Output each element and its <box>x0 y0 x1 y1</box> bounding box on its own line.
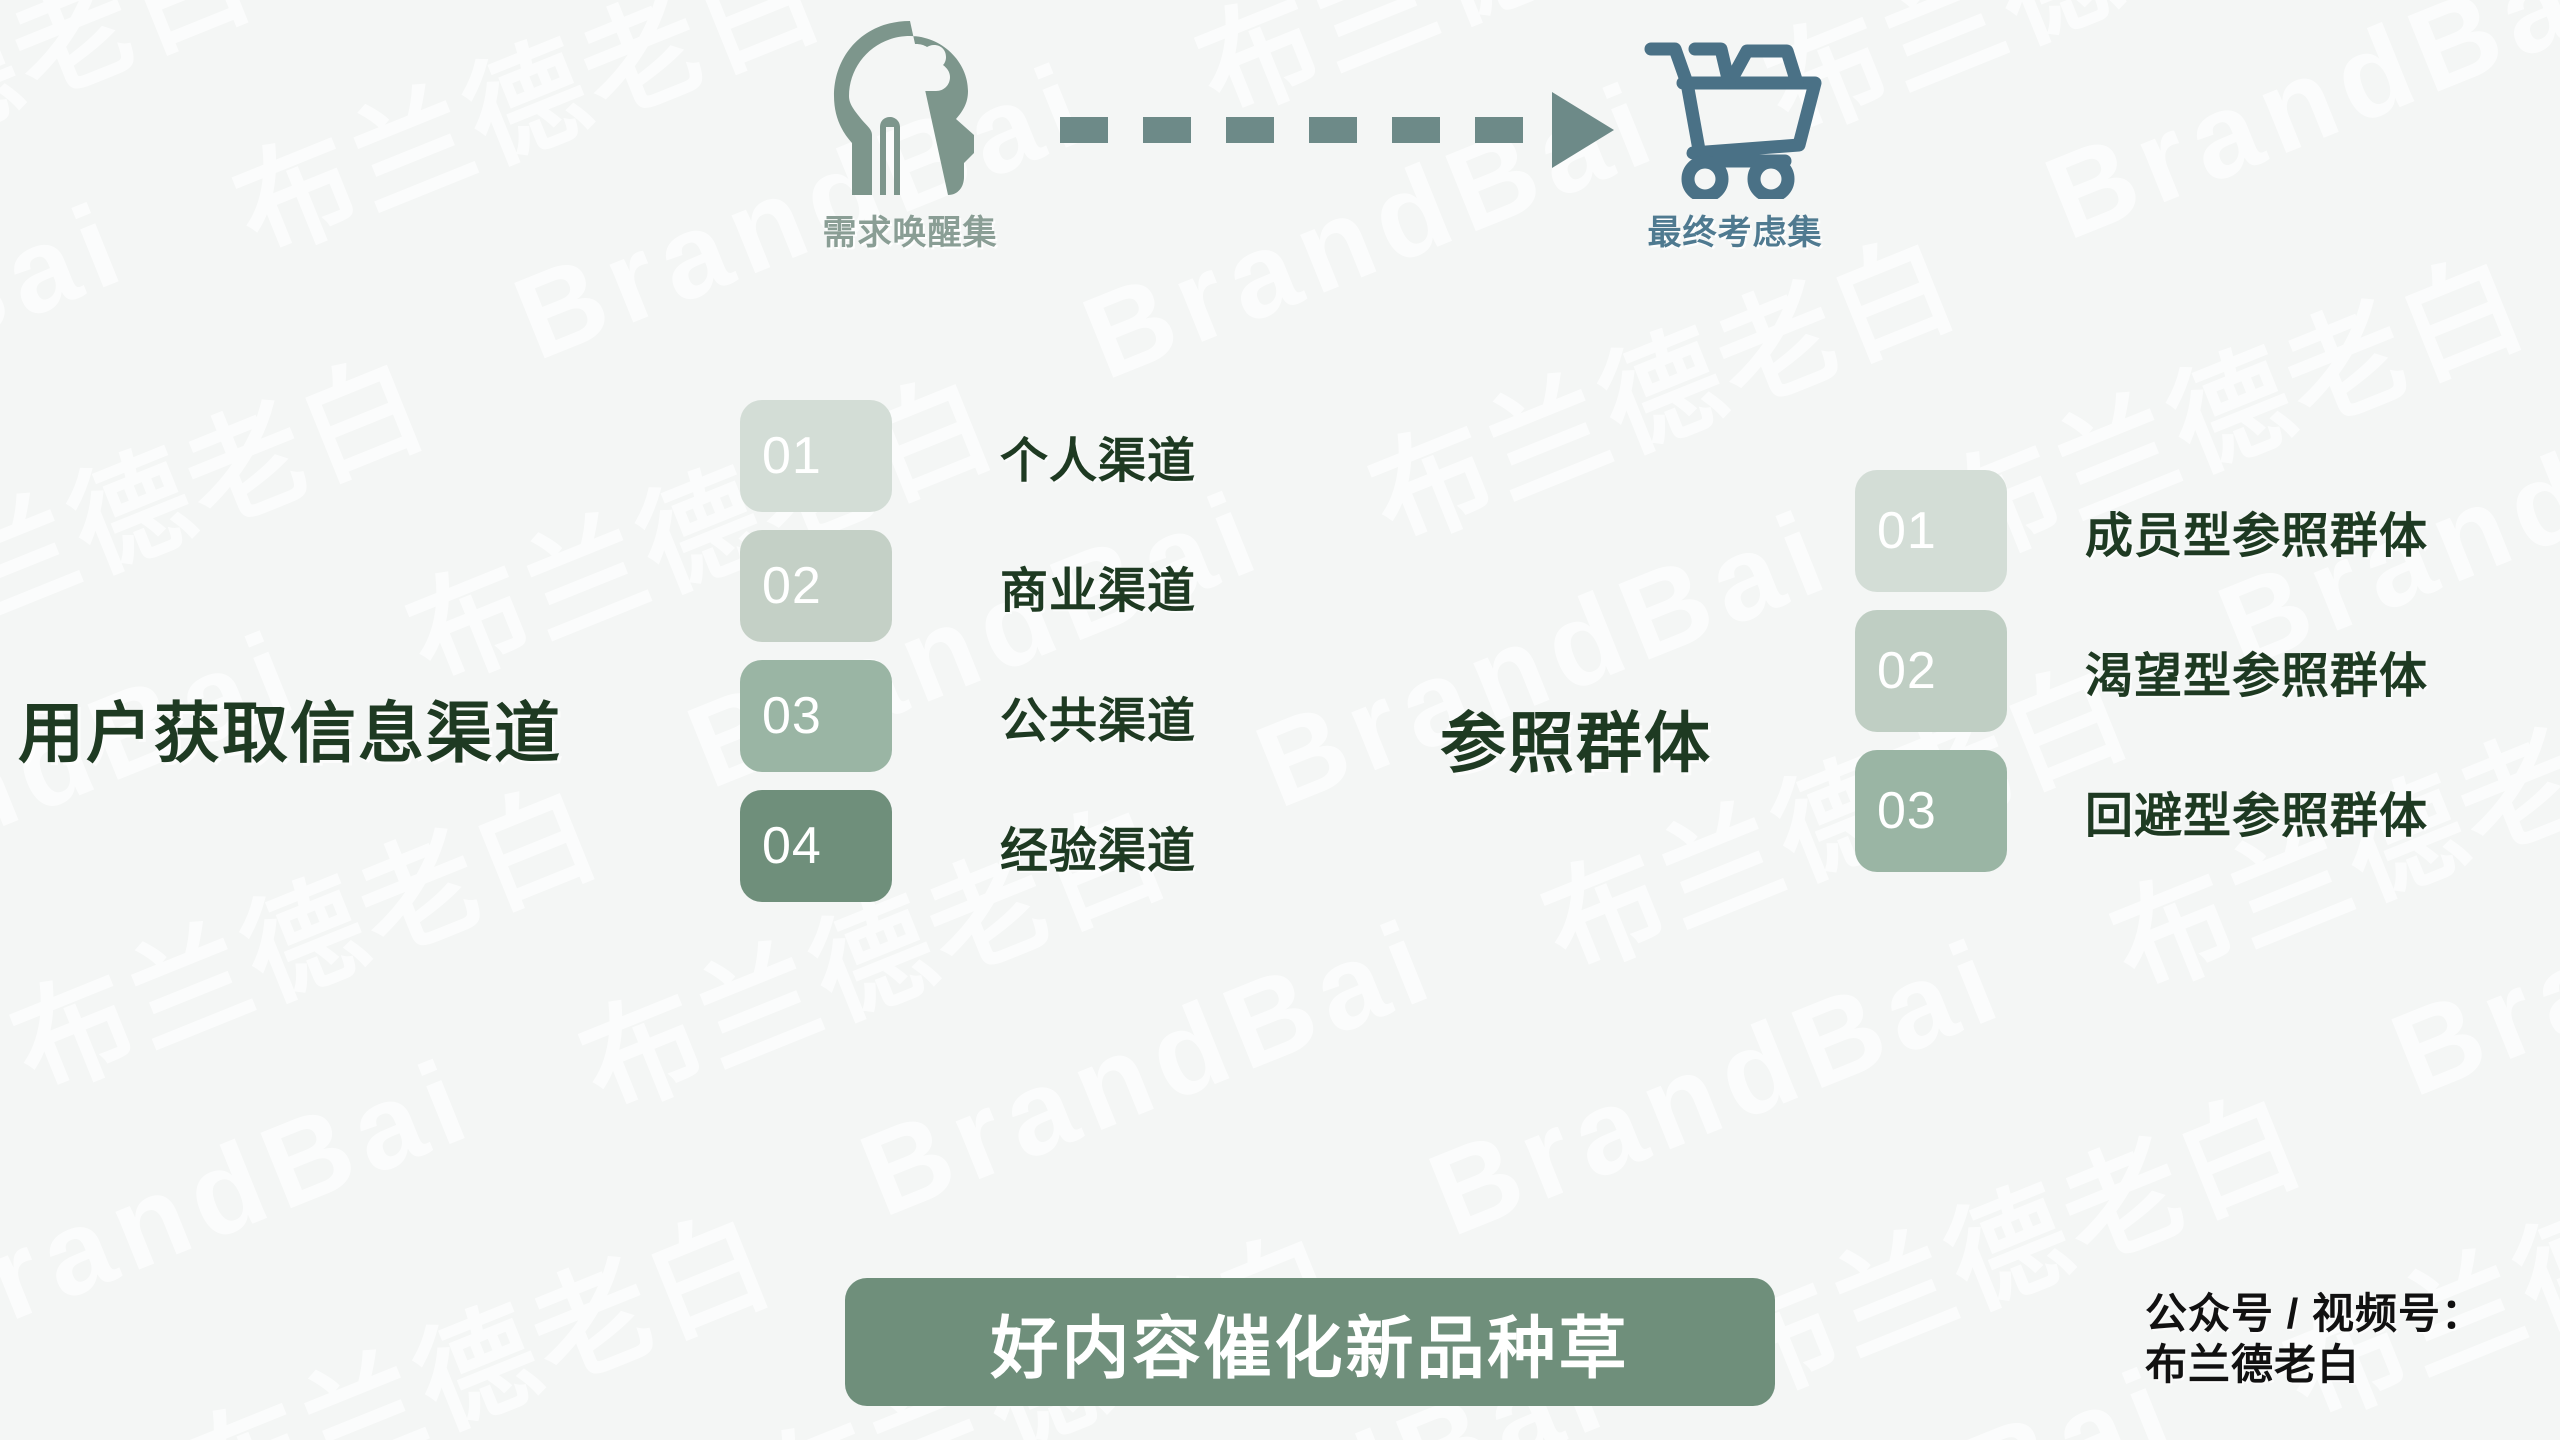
card-label: 个人渠道 <box>1000 435 1197 488</box>
signature-line-1: 公众号 / 视频号： <box>2144 1290 2484 1337</box>
number-card-value: 04 <box>762 817 822 875</box>
section-channels-card-list: 01 个人渠道 02 商业渠道 03 公共渠道 04 经验渠道 <box>740 400 1196 920</box>
arrow-dash <box>1143 117 1191 143</box>
number-card-value: 02 <box>1877 642 1937 700</box>
watermark-latin: BrandBai <box>1412 912 2023 1262</box>
number-card-value: 03 <box>1877 782 1937 840</box>
number-card[interactable]: 04 <box>740 790 892 902</box>
arrow-dash <box>1392 117 1440 143</box>
card-row[interactable]: 03 公共渠道 <box>740 660 1196 772</box>
watermark-cjk: 布兰德老白 <box>0 334 447 690</box>
arrow-dash <box>1060 117 1108 143</box>
watermark-cjk: 布兰德老白 <box>168 1191 793 1440</box>
card-row[interactable]: 03 回避型参照群体 <box>1855 750 2428 872</box>
arrow-dash <box>1475 117 1523 143</box>
card-row[interactable]: 01 个人渠道 <box>740 400 1196 512</box>
card-label: 商业渠道 <box>1000 565 1197 618</box>
number-card[interactable]: 03 <box>1855 750 2007 872</box>
watermark-latin: BrandBai <box>0 1032 492 1382</box>
flow-node-demand-label: 需求唤醒集 <box>822 214 998 252</box>
watermark-latin: BrandBai <box>0 604 319 954</box>
number-card-value: 01 <box>1877 502 1937 560</box>
watermark-latin: BrandBai <box>843 893 1454 1243</box>
arrow-dash <box>1309 117 1357 143</box>
card-row[interactable]: 01 成员型参照群体 <box>1855 470 2428 592</box>
bottom-banner-text: 好内容催化新品种草 <box>990 1310 1630 1387</box>
number-card[interactable]: 01 <box>740 400 892 512</box>
number-card-value: 02 <box>762 557 822 615</box>
card-label: 经验渠道 <box>1000 825 1197 878</box>
number-card-value: 01 <box>762 427 822 485</box>
flow-node-final: 最终考虑集 <box>1590 14 1880 254</box>
dashed-arrow-icon <box>1060 92 1660 168</box>
shopping-cart-icon <box>1590 14 1880 199</box>
watermark-cjk: 布兰德老白 <box>0 763 620 1118</box>
card-row[interactable]: 02 商业渠道 <box>740 530 1196 642</box>
brain-head-icon <box>770 14 1050 199</box>
number-card[interactable]: 02 <box>740 530 892 642</box>
section-channels-title: 用户获取信息渠道 <box>18 696 562 770</box>
arrow-dash <box>1226 117 1274 143</box>
card-label: 渴望型参照群体 <box>2085 650 2429 703</box>
flow-node-demand: 需求唤醒集 <box>770 14 1050 254</box>
number-card[interactable]: 01 <box>1855 470 2007 592</box>
signature-block: 公众号 / 视频号： 布兰德老白 <box>2145 1288 2484 1390</box>
card-label: 公共渠道 <box>1000 695 1197 748</box>
arrow-head <box>1552 92 1614 168</box>
number-card[interactable]: 03 <box>740 660 892 772</box>
bottom-banner: 好内容催化新品种草 <box>845 1278 1775 1406</box>
card-row[interactable]: 02 渴望型参照群体 <box>1855 610 2428 732</box>
card-label: 成员型参照群体 <box>2085 510 2429 563</box>
card-row[interactable]: 04 经验渠道 <box>740 790 1196 902</box>
card-label: 回避型参照群体 <box>2085 790 2429 843</box>
watermark-latin: BrandBai <box>1239 484 1850 834</box>
number-card[interactable]: 02 <box>1855 610 2007 732</box>
section-groups-title: 参照群体 <box>1440 706 1712 780</box>
section-groups-card-list: 01 成员型参照群体 02 渴望型参照群体 03 回避型参照群体 <box>1855 470 2428 890</box>
number-card-value: 03 <box>762 687 822 745</box>
flow-node-final-label: 最终考虑集 <box>1647 214 1823 252</box>
flow-diagram: 需求唤醒集 <box>0 0 2560 300</box>
signature-line-2: 布兰德老白 <box>2144 1341 2360 1389</box>
